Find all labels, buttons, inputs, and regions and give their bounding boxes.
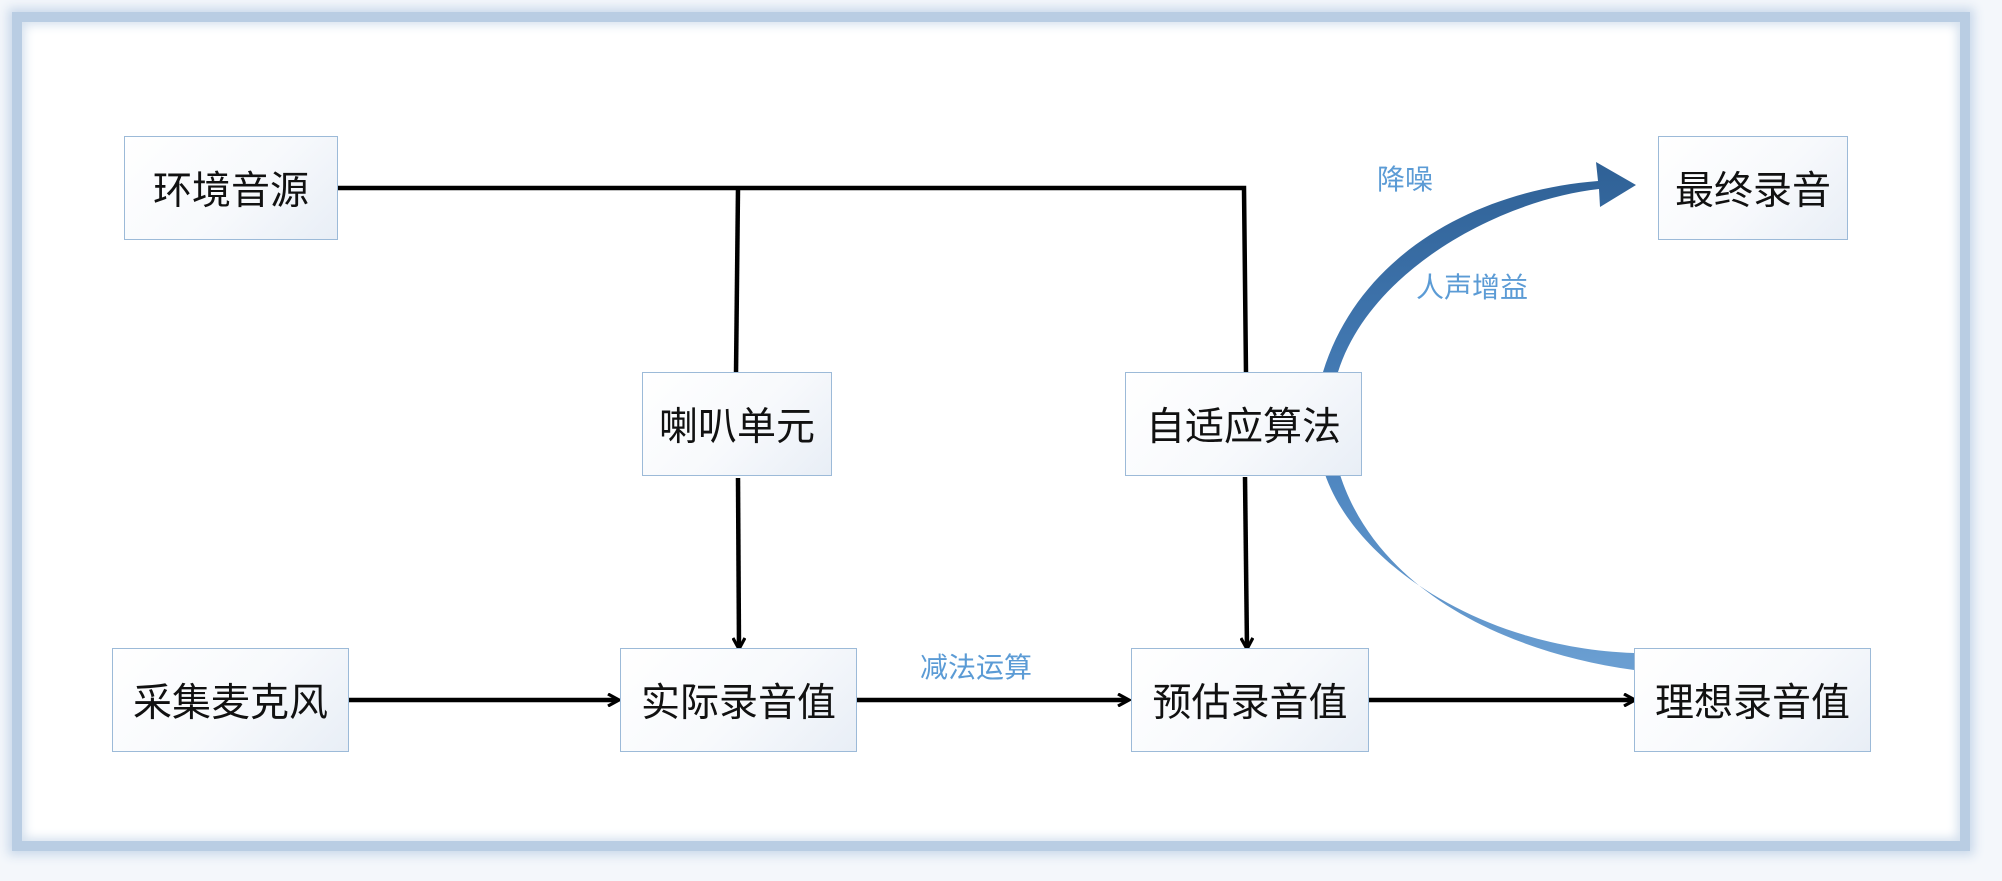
node-estimated-value: 预估录音值 bbox=[1131, 648, 1369, 752]
curved-arrow-ideal-to-final bbox=[1323, 162, 1636, 670]
node-capture-mic: 采集麦克风 bbox=[112, 648, 349, 752]
node-speaker-unit: 喇叭单元 bbox=[642, 372, 832, 476]
connector-env-to-speaker bbox=[733, 187, 741, 375]
arrow-speaker-to-actual bbox=[738, 477, 739, 648]
node-ideal-value: 理想录音值 bbox=[1634, 648, 1871, 752]
node-env-source: 环境音源 bbox=[124, 136, 338, 240]
label-subtraction: 减法运算 bbox=[920, 651, 1033, 684]
node-final-recording: 最终录音 bbox=[1658, 136, 1848, 240]
arrow-algorithm-to-estimated bbox=[1245, 476, 1247, 648]
label-voice-gain: 人声增益 bbox=[1416, 271, 1529, 304]
node-actual-value: 实际录音值 bbox=[620, 648, 857, 752]
label-noise-reduction: 降噪 bbox=[1377, 163, 1434, 196]
connector-env-trunk bbox=[336, 185, 1249, 375]
node-adaptive-algorithm: 自适应算法 bbox=[1125, 372, 1362, 476]
